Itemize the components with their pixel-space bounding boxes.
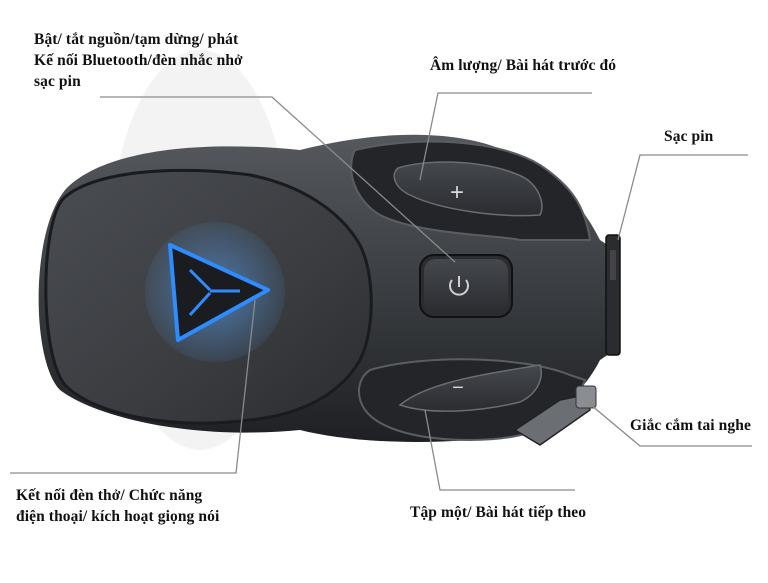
charging-port	[605, 234, 621, 356]
label-line: Kế nối Bluetooth/đèn nhắc nhở	[34, 52, 243, 69]
leader-volup	[419, 92, 592, 181]
volume-down-button[interactable]: −	[398, 364, 542, 412]
volume-up-button[interactable]: +	[393, 161, 543, 217]
label-line: Kết nối đèn thở/ Chức năng	[16, 487, 203, 504]
plus-symbol: +	[450, 179, 464, 206]
leader-jack	[584, 399, 752, 447]
headphone-jack	[513, 385, 597, 446]
power-button[interactable]	[419, 254, 513, 318]
logo-icon	[188, 268, 240, 317]
label-power-button: Bật/ tắt nguồn/tạm dừng/ phát Kế nối Blu…	[34, 29, 243, 92]
label-line: điện thoại/ kích hoạt giọng nói	[16, 508, 220, 525]
label-light: Kết nối đèn thở/ Chức năng điện thoại/ k…	[16, 485, 219, 527]
power-icon	[449, 276, 469, 296]
leader-power	[100, 96, 456, 263]
leader-lines	[10, 92, 752, 491]
leader-voldown	[424, 409, 575, 491]
label-charging: Sạc pin	[664, 128, 714, 145]
label-line: sạc pin	[34, 73, 81, 90]
minus-symbol: −	[452, 377, 464, 399]
leader-charge	[617, 154, 748, 241]
label-volume-down: Tập một/ Bài hát tiếp theo	[410, 504, 587, 521]
label-headphone-jack: Giắc cắm tai nghe	[630, 417, 751, 434]
label-volume-up: Âm lượng/ Bài hát trước đó	[430, 57, 617, 74]
led-light[interactable]	[145, 222, 285, 362]
label-line: Bật/ tắt nguồn/tạm dừng/ phát	[34, 31, 239, 48]
leader-light	[10, 299, 256, 474]
